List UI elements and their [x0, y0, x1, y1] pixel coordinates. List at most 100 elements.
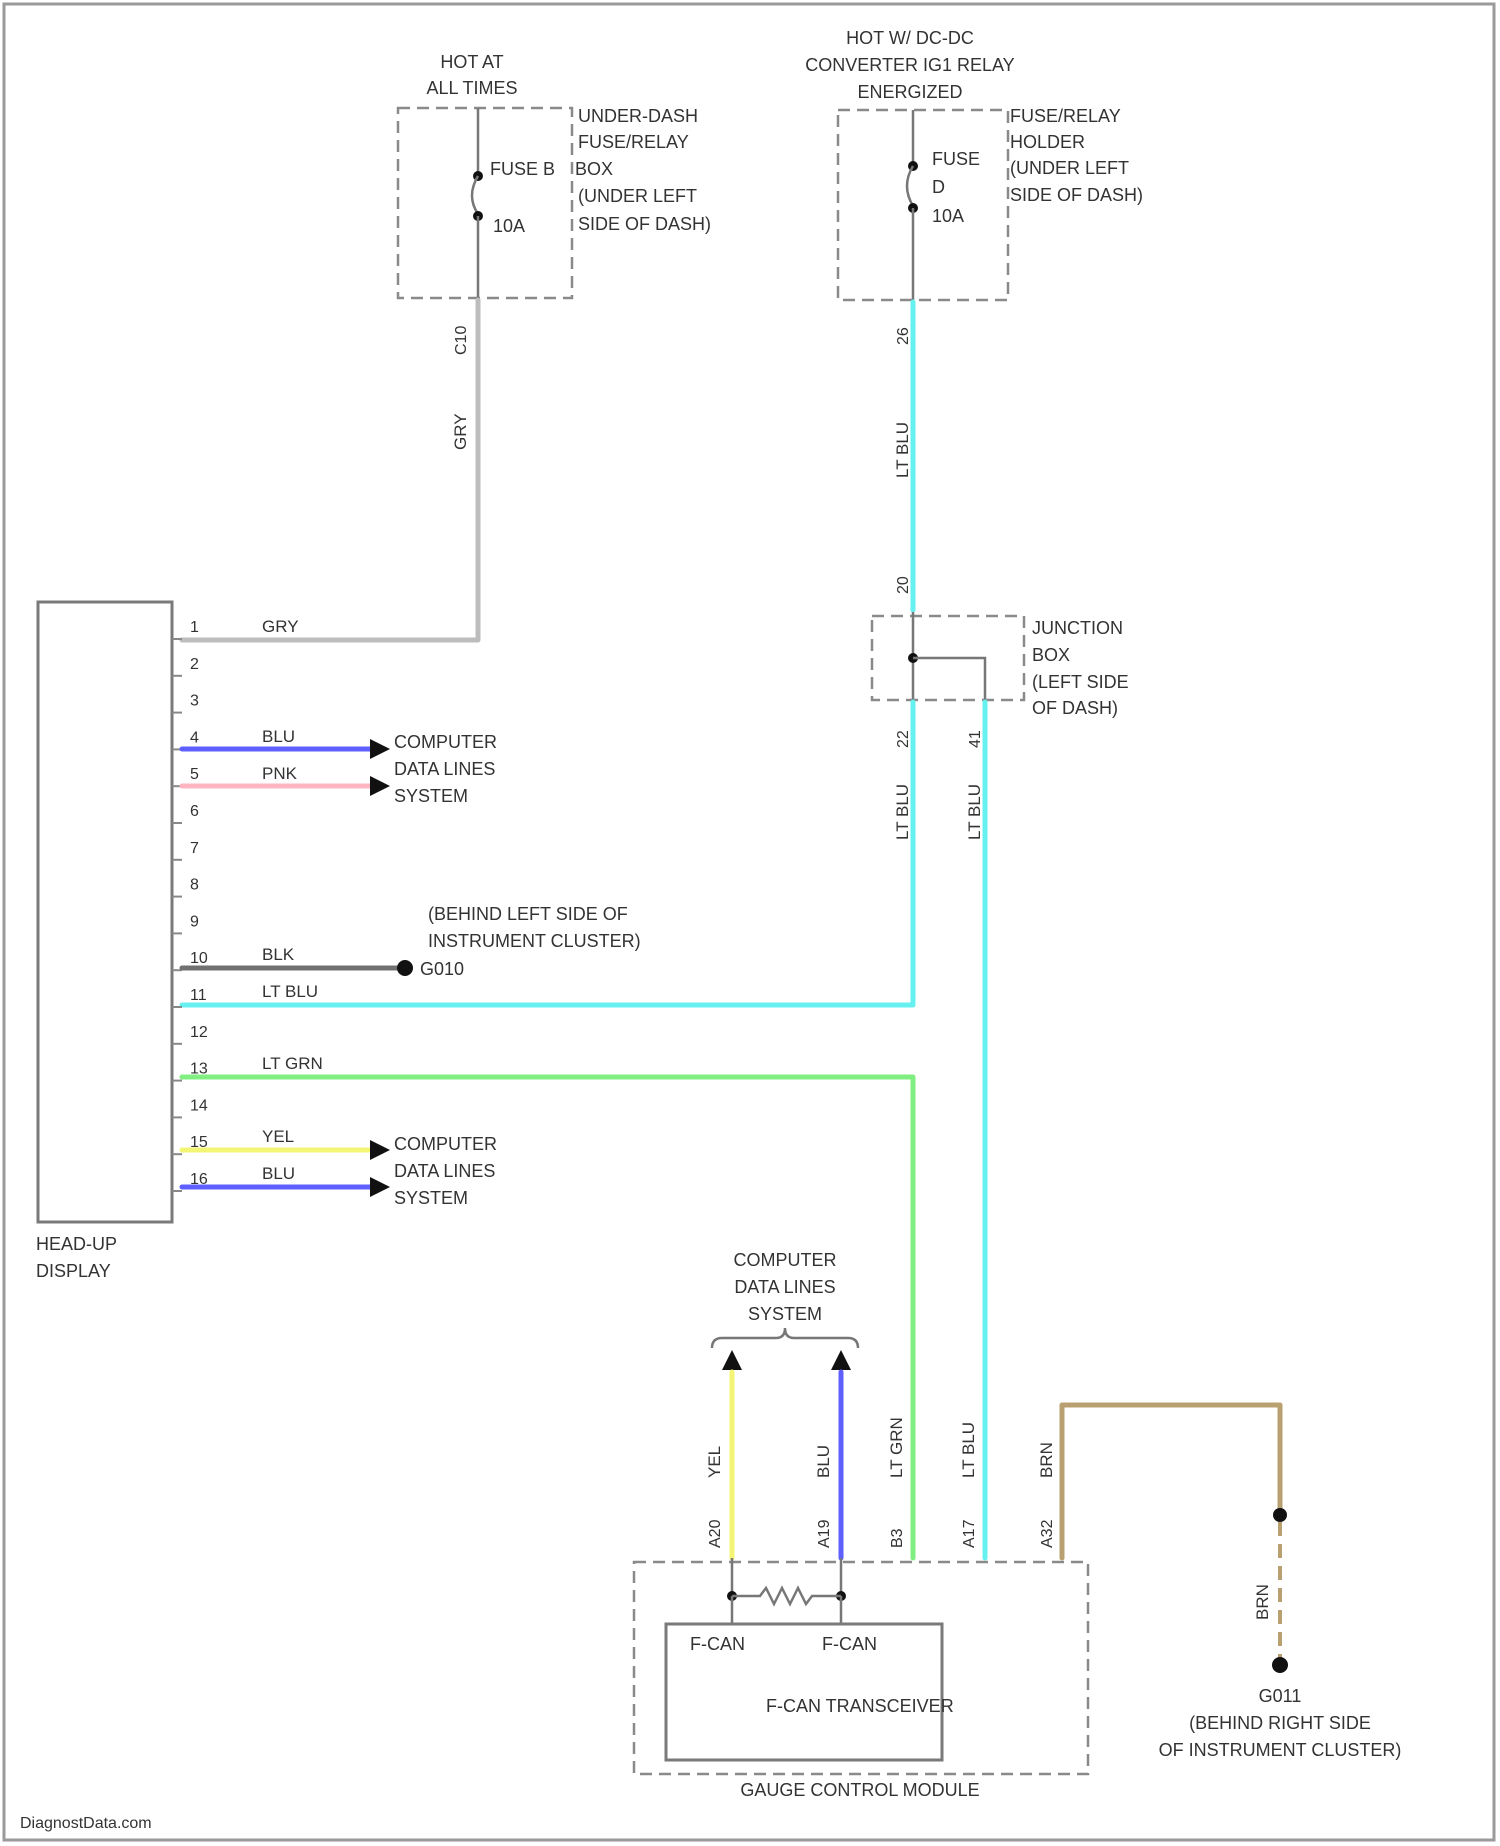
cdl-upper-line-2: DATA LINES	[394, 759, 495, 779]
pin-26: 26	[895, 327, 912, 345]
f-can-label-right: F-CAN	[822, 1634, 877, 1654]
ground-g010-dot	[397, 960, 413, 976]
fuse-d-symbol	[907, 110, 918, 300]
f-can-transceiver-label: F-CAN TRANSCEIVER	[766, 1696, 954, 1716]
cdl-label-bottom: COMPUTER DATA LINES SYSTEM	[734, 1250, 837, 1324]
junction-internal	[908, 612, 985, 700]
hud-pin-9: 9	[190, 913, 199, 930]
junction-label: JUNCTION BOX (LEFT SIDE OF DASH)	[1032, 618, 1129, 718]
junction-line-2: BOX	[1032, 645, 1070, 665]
fuse-b-location-2: SIDE OF DASH)	[578, 214, 711, 234]
cdl-lower-line-1: COMPUTER	[394, 1134, 497, 1154]
wire-label-yel-gcm: YEL	[705, 1446, 724, 1478]
wire-label-ltblu-mid: LT BLU	[893, 784, 912, 840]
fuse-box-line-3: BOX	[575, 159, 613, 179]
cdl-bottom-line-2: DATA LINES	[734, 1277, 835, 1297]
fuse-holder-line-1: FUSE/RELAY	[1010, 106, 1121, 126]
ground-g011-name: G011	[1259, 1686, 1302, 1706]
hud-pin-8: 8	[190, 877, 199, 894]
ground-g011-dot	[1272, 1657, 1288, 1673]
fuse-b-name: FUSE B	[490, 159, 555, 179]
g010-location-line-1: (BEHIND LEFT SIDE OF	[428, 904, 628, 924]
source-hot-line-1: HOT AT	[440, 52, 503, 72]
fuse-holder-line-4: SIDE OF DASH)	[1010, 185, 1143, 205]
junction-line-4: OF DASH)	[1032, 698, 1118, 718]
junction-line-3: (LEFT SIDE	[1032, 672, 1129, 692]
hud-pin-10: 10	[190, 950, 208, 967]
junction-pin-20: 20	[895, 576, 912, 594]
splice-brn	[1273, 1508, 1287, 1522]
g010-location-line-2: INSTRUMENT CLUSTER)	[428, 931, 641, 951]
wire-label-blu: BLU	[262, 727, 295, 746]
wire-label-ltblu-right: LT BLU	[965, 784, 984, 840]
hud-name-line-1: HEAD-UP	[36, 1234, 117, 1254]
fuse-box-line-1: UNDER-DASH	[578, 106, 698, 126]
source-hot-line-2: ALL TIMES	[426, 78, 517, 98]
termination-resistor	[732, 1588, 841, 1604]
junction-pin-41: 41	[967, 730, 984, 748]
fuse-holder-line-2: HOLDER	[1010, 132, 1085, 152]
hud-label: HEAD-UP DISPLAY	[36, 1234, 117, 1281]
arrow-yel-pin15	[370, 1140, 390, 1160]
fuse-b-rating: 10A	[493, 216, 525, 236]
hud-pin-14: 14	[190, 1097, 208, 1114]
junction-line-1: JUNCTION	[1032, 618, 1123, 638]
junction-pin-22: 22	[895, 730, 912, 748]
hud-pin-7: 7	[190, 840, 199, 857]
arrow-blu-up	[831, 1350, 851, 1370]
hud-pin-1: 1	[190, 619, 199, 636]
source-ig1-line-3: ENERGIZED	[857, 82, 962, 102]
g011-location-line-2: OF INSTRUMENT CLUSTER)	[1159, 1740, 1402, 1760]
g011-location-line-1: (BEHIND RIGHT SIDE	[1189, 1713, 1371, 1733]
gcm-pin-a32: A32	[1039, 1519, 1056, 1548]
wire-label-ltblu-gcm: LT BLU	[959, 1422, 978, 1478]
fuse-b-label: UNDER-DASH FUSE/RELAY FUSE B BOX (UNDER …	[490, 106, 711, 236]
hud-pin-3: 3	[190, 693, 199, 710]
fuse-d-label: FUSE D 10A FUSE/RELAY HOLDER (UNDER LEFT…	[932, 106, 1143, 226]
wire-label-yel: YEL	[262, 1127, 294, 1146]
wire-label-gry-vertical: GRY	[451, 413, 470, 450]
fuse-b-symbol	[472, 108, 483, 298]
hud-pin-6: 6	[190, 803, 199, 820]
cdl-upper-line-1: COMPUTER	[394, 732, 497, 752]
arrow-yel-up	[722, 1350, 742, 1370]
gcm-pin-a20: A20	[707, 1519, 724, 1548]
hud-pin-11: 11	[190, 987, 207, 1004]
wire-label-pnk: PNK	[262, 764, 298, 783]
wire-label-brn-gcm: BRN	[1037, 1442, 1056, 1478]
cdl-lower-line-3: SYSTEM	[394, 1188, 468, 1208]
wire-label-blu-gcm: BLU	[814, 1445, 833, 1478]
wire-label-ltblu-hud: LT BLU	[262, 982, 318, 1001]
fuse-b-location-1: (UNDER LEFT	[578, 186, 697, 206]
hud-pin-2: 2	[190, 656, 199, 673]
fuse-holder-line-3: (UNDER LEFT	[1010, 158, 1129, 178]
gauge-control-module-label: GAUGE CONTROL MODULE	[740, 1780, 979, 1800]
fuse-d-rating: 10A	[932, 206, 964, 226]
cdl-bottom-line-1: COMPUTER	[734, 1250, 837, 1270]
source-ig1: HOT W/ DC-DC CONVERTER IG1 RELAY ENERGIZ…	[805, 28, 1014, 102]
connector-c10: C10	[453, 326, 470, 355]
gcm-connector-ticks	[732, 1558, 841, 1596]
ground-g010-name: G010	[420, 959, 464, 979]
source-ig1-line-1: HOT W/ DC-DC	[846, 28, 974, 48]
wire-label-gry: GRY	[262, 617, 299, 636]
cdl-label-lower: COMPUTER DATA LINES SYSTEM	[394, 1134, 497, 1208]
hud-pin-5: 5	[190, 766, 199, 783]
gauge-control-module-outline	[634, 1562, 1088, 1774]
fuse-d-name: D	[932, 177, 945, 197]
head-up-display-box	[38, 602, 172, 1222]
wire-label-blu-16: BLU	[262, 1164, 295, 1183]
gcm-pin-a19: A19	[816, 1519, 833, 1548]
source-hot-at-all-times: HOT AT ALL TIMES	[426, 52, 517, 98]
f-can-label-left: F-CAN	[690, 1634, 745, 1654]
wire-label-ltblu-top: LT BLU	[893, 422, 912, 478]
wire-label-ltgrn-gcm: LT GRN	[887, 1417, 906, 1478]
source-ig1-line-2: CONVERTER IG1 RELAY	[805, 55, 1014, 75]
hud-pin-4: 4	[190, 729, 199, 746]
fuse-relay-box-outline	[398, 108, 572, 298]
ground-g011-label: G011 (BEHIND RIGHT SIDE OF INSTRUMENT CL…	[1159, 1686, 1402, 1760]
fuse-box-line-2: FUSE/RELAY	[578, 132, 689, 152]
wire-label-brn-ground: BRN	[1253, 1584, 1272, 1620]
